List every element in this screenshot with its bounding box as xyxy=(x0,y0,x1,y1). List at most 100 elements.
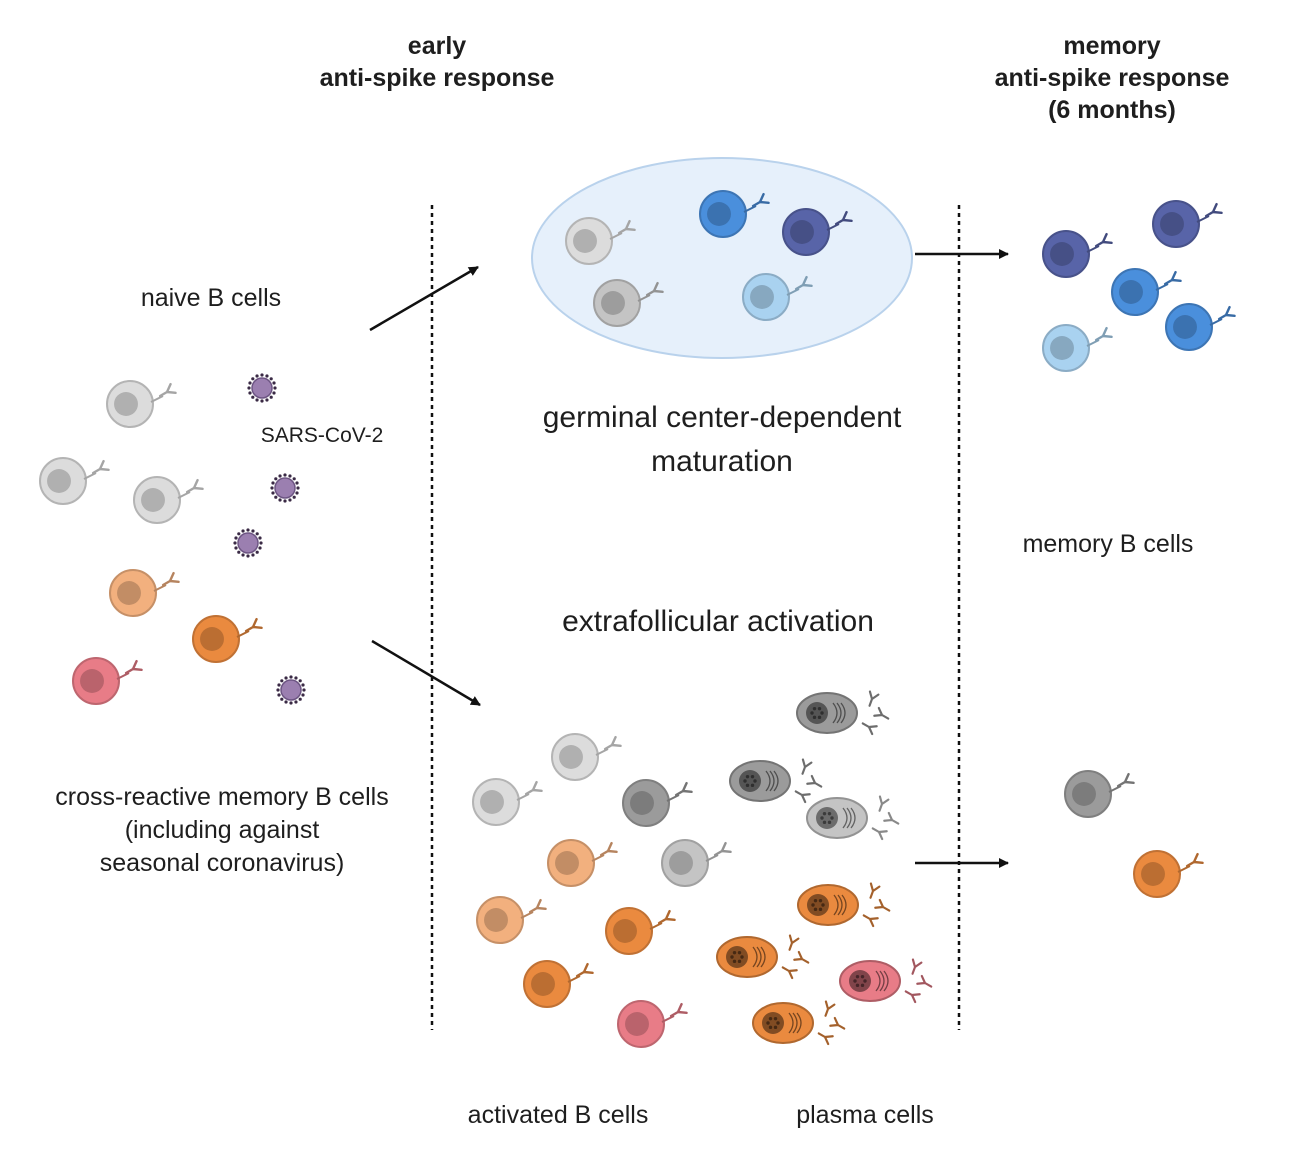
antibody-icon xyxy=(862,914,879,928)
antibody-icon xyxy=(528,898,547,914)
antibody-icon xyxy=(874,898,891,912)
b-cell-icon xyxy=(476,896,547,944)
b-cell-icon xyxy=(1133,850,1204,898)
b-cell-icon xyxy=(1165,303,1236,351)
antibody-icon xyxy=(869,882,881,899)
antibody-icon xyxy=(904,990,921,1004)
memory-header-line2: anti-spike response xyxy=(994,64,1230,92)
b-cell-icon xyxy=(782,208,853,256)
activated-b-cells-label: activated B cells xyxy=(467,1101,649,1129)
b-cell-icon xyxy=(1064,770,1135,818)
memory-header-line1: memory xyxy=(1063,32,1161,60)
memory-response-header: memory anti-spike response (6 months) xyxy=(995,30,1230,126)
antibody-icon xyxy=(817,1032,834,1046)
b-cell-icon xyxy=(1111,268,1182,316)
antibody-icon xyxy=(1204,202,1223,218)
early-header-line1: early xyxy=(407,32,467,60)
early-response-header: early anti-spike response xyxy=(320,30,555,94)
antibody-icon xyxy=(781,966,798,980)
antibody-icon xyxy=(158,382,177,398)
antibody-icon xyxy=(244,617,263,633)
antibody-icon xyxy=(91,459,110,475)
sars-cov-2-icon xyxy=(270,473,300,503)
antibody-icon xyxy=(916,974,933,988)
plasma-cell-icon xyxy=(839,958,933,1004)
early-header-line2: anti-spike response xyxy=(319,64,555,92)
antibody-icon xyxy=(883,811,900,825)
plasma-cell-icon xyxy=(797,882,891,928)
antibody-icon xyxy=(868,690,880,707)
antibody-icon xyxy=(657,909,676,925)
plasma-cell-icon xyxy=(729,758,823,804)
antibody-icon xyxy=(878,795,890,812)
b-cell-icon xyxy=(472,778,543,826)
antibody-icon xyxy=(617,219,636,235)
antibody-icon xyxy=(751,192,770,208)
antibody-icon xyxy=(1185,852,1204,868)
b-cell-icon xyxy=(192,615,263,663)
antibody-icon xyxy=(793,950,810,964)
antibody-icon xyxy=(575,962,594,978)
antibody-icon xyxy=(713,841,732,857)
cross-reactive-line2: (including against xyxy=(124,816,320,844)
antibody-icon xyxy=(1094,232,1113,248)
sars-cov-2-icon xyxy=(247,373,277,403)
sars-cov-2-icon xyxy=(233,528,263,558)
arrow-to-germinal-center xyxy=(369,265,479,332)
antibody-icon xyxy=(794,275,813,291)
arrow-to-extrafollicular xyxy=(371,639,481,707)
b-cell-icon xyxy=(622,779,693,827)
memory-b-cells-label: memory B cells xyxy=(1022,530,1194,558)
plasma-cell-icon xyxy=(716,934,810,980)
antibody-icon xyxy=(834,210,853,226)
b-cell-icon xyxy=(551,733,622,781)
b-cell-icon xyxy=(565,217,636,265)
antibody-icon xyxy=(829,1016,846,1030)
antibody-icon xyxy=(603,735,622,751)
antibody-icon xyxy=(645,281,664,297)
cross-reactive-line3: seasonal coronavirus) xyxy=(99,849,345,877)
antibody-icon xyxy=(185,478,204,494)
sars-cov-2-icon xyxy=(276,675,306,705)
antibody-icon xyxy=(861,722,878,736)
germinal-center-label: germinal center-dependent maturation xyxy=(543,396,902,484)
antibody-icon xyxy=(669,1002,688,1018)
plasma-cells-label: plasma cells xyxy=(796,1101,934,1129)
naive-b-cells-label: naive B cells xyxy=(140,284,282,312)
antibody-icon xyxy=(674,781,693,797)
antibody-icon xyxy=(873,706,890,720)
antibody-icon xyxy=(1217,305,1236,321)
cells-layer xyxy=(39,190,1236,1048)
antibody-icon xyxy=(824,1000,836,1017)
germinal-line1: germinal center-dependent xyxy=(542,401,902,434)
antibody-icon xyxy=(1163,270,1182,286)
antibody-icon xyxy=(1116,772,1135,788)
extrafollicular-label: extrafollicular activation xyxy=(562,605,874,638)
antibody-icon xyxy=(801,758,813,775)
b-cell-icon xyxy=(106,380,177,428)
plasma-cell-icon xyxy=(752,1000,846,1046)
b-cell-icon xyxy=(699,190,770,238)
b-cell-icon xyxy=(742,273,813,321)
plasma-cell-icon xyxy=(806,795,900,841)
antibody-icon xyxy=(788,934,800,951)
b-cell-icon xyxy=(1042,324,1113,372)
antibody-icon xyxy=(794,790,811,804)
cross-reactive-line1: cross-reactive memory B cells xyxy=(55,783,389,811)
antibody-icon xyxy=(161,571,180,587)
b-cell-icon xyxy=(547,839,618,887)
germinal-line2: maturation xyxy=(651,445,793,478)
antibody-icon xyxy=(599,841,618,857)
antibody-icon xyxy=(871,827,888,841)
antibody-icon xyxy=(124,659,143,675)
antibody-icon xyxy=(806,774,823,788)
b-cell-icon xyxy=(133,476,204,524)
b-cell-icon xyxy=(72,657,143,705)
cross-reactive-label: cross-reactive memory B cells (including… xyxy=(55,781,388,880)
b-cell-icon xyxy=(39,457,110,505)
b-cell-icon xyxy=(617,1000,688,1048)
memory-header-line3: (6 months) xyxy=(1048,96,1176,124)
antibody-icon xyxy=(911,958,923,975)
sars-cov-2-label: SARS-CoV-2 xyxy=(260,424,384,447)
